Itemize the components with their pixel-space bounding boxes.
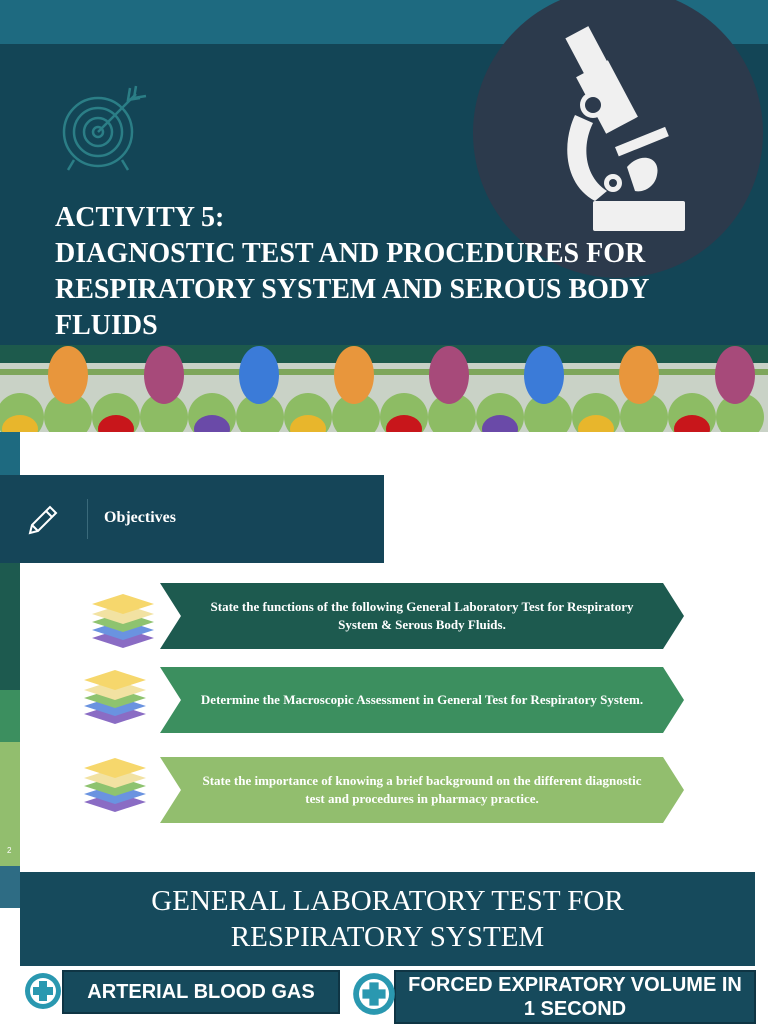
target-icon [62, 85, 147, 171]
medical-cross-icon [25, 973, 61, 1009]
objective-1-text: State the functions of the following Gen… [210, 599, 634, 632]
test-arterial-blood-gas[interactable]: ARTERIAL BLOOD GAS [62, 970, 340, 1014]
title-line-3: RESPIRATORY SYSTEM AND SEROUS BODY [55, 274, 650, 305]
slide-lab-tests: GENERAL LABORATORY TEST FOR RESPIRATORY … [0, 866, 768, 1024]
side-strip [0, 866, 20, 908]
pencil-icon [28, 505, 58, 535]
slide-objectives: Objectives State the functions of the fo… [0, 432, 768, 866]
objectives-header: Objectives [0, 475, 384, 563]
layers-icon [84, 758, 146, 812]
page-number: 2 [7, 846, 12, 855]
side-strip [0, 432, 20, 475]
title-line-1: ACTIVITY 5: [55, 202, 225, 233]
section-title-line-1: GENERAL LABORATORY TEST FOR [151, 885, 624, 917]
objective-3-text: State the importance of knowing a brief … [202, 773, 642, 806]
title-line-2: DIAGNOSTIC TEST AND PROCEDURES FOR [55, 238, 646, 269]
microscope-icon [565, 26, 685, 231]
objective-1: State the functions of the following Gen… [160, 583, 684, 649]
side-strip [0, 742, 20, 866]
slide-title-text: ACTIVITY 5: DIAGNOSTIC TEST AND PROCEDUR… [55, 200, 735, 344]
slide-title: ACTIVITY 5: DIAGNOSTIC TEST AND PROCEDUR… [0, 0, 768, 432]
section-title-line-2: RESPIRATORY SYSTEM [230, 921, 545, 953]
test-forced-expiratory-volume[interactable]: FORCED EXPIRATORY VOLUME IN 1 SECOND [394, 970, 756, 1024]
layers-icon [92, 594, 154, 648]
test-label: ARTERIAL BLOOD GAS [87, 981, 315, 1003]
medical-cross-icon [353, 973, 395, 1015]
title-line-4: FLUIDS [55, 310, 158, 341]
side-strip [0, 563, 20, 690]
objective-2: Determine the Macroscopic Assessment in … [160, 667, 684, 733]
decorative-pattern [0, 345, 768, 432]
microscope-circle [473, 0, 763, 278]
layers-icon [84, 670, 146, 724]
side-strip [0, 690, 20, 742]
section-title-box: GENERAL LABORATORY TEST FOR RESPIRATORY … [20, 872, 755, 966]
objective-2-text: Determine the Macroscopic Assessment in … [200, 692, 644, 707]
test-label: FORCED EXPIRATORY VOLUME IN 1 SECOND [408, 974, 742, 1020]
objective-3: State the importance of knowing a brief … [160, 757, 684, 823]
header-divider [87, 499, 88, 539]
section-title: GENERAL LABORATORY TEST FOR RESPIRATORY … [151, 883, 623, 955]
objectives-label: Objectives [104, 509, 176, 526]
